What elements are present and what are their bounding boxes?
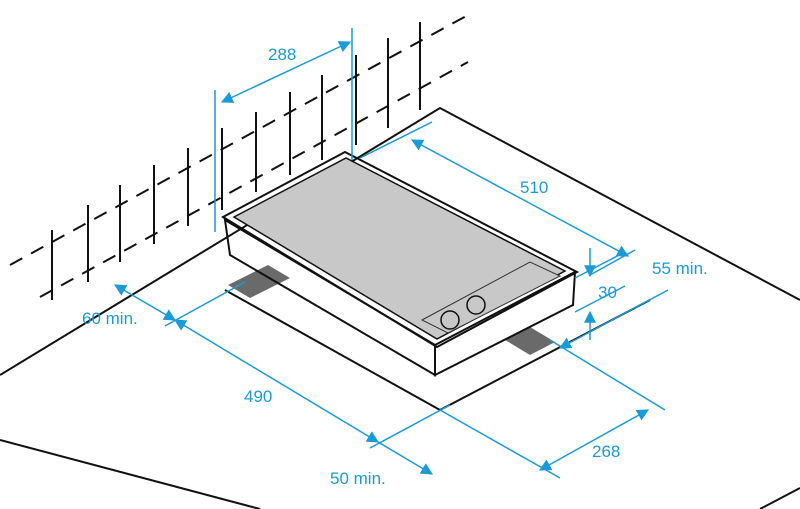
hob-right-side <box>434 270 577 377</box>
label-55-min: 55 min. <box>652 259 708 278</box>
dim-268-line <box>538 409 650 471</box>
label-510: 510 <box>520 178 548 197</box>
control-knob-icon <box>440 310 460 330</box>
dim-50-line <box>377 441 434 475</box>
label-268: 268 <box>592 442 620 461</box>
cutout-shadow <box>505 327 555 355</box>
hob <box>220 150 580 377</box>
worktop-right-edge <box>759 487 800 509</box>
dim-55-line <box>558 289 669 349</box>
hob-frame <box>220 150 580 349</box>
wall-tiles <box>51 22 421 300</box>
dim-288-line <box>220 41 352 103</box>
wall-dash-line <box>39 61 469 298</box>
label-30: 30 <box>598 283 617 302</box>
worktop-front-edge <box>0 439 261 509</box>
dim-510-line <box>410 139 630 257</box>
dim-60-line <box>113 284 177 321</box>
wall-dash-line <box>9 14 469 266</box>
label-50-min: 50 min. <box>330 469 386 488</box>
cutout-shadow <box>228 265 290 298</box>
dim-490-line <box>173 319 380 443</box>
label-60-min: 60 min. <box>82 309 138 328</box>
wall <box>9 14 469 300</box>
control-knob-icon <box>466 295 486 315</box>
label-288: 288 <box>268 45 296 64</box>
dimensions: 288 510 30 55 min. 60 min. 490 50 min. 2… <box>82 28 708 488</box>
label-490: 490 <box>244 387 272 406</box>
control-panel <box>420 261 562 334</box>
